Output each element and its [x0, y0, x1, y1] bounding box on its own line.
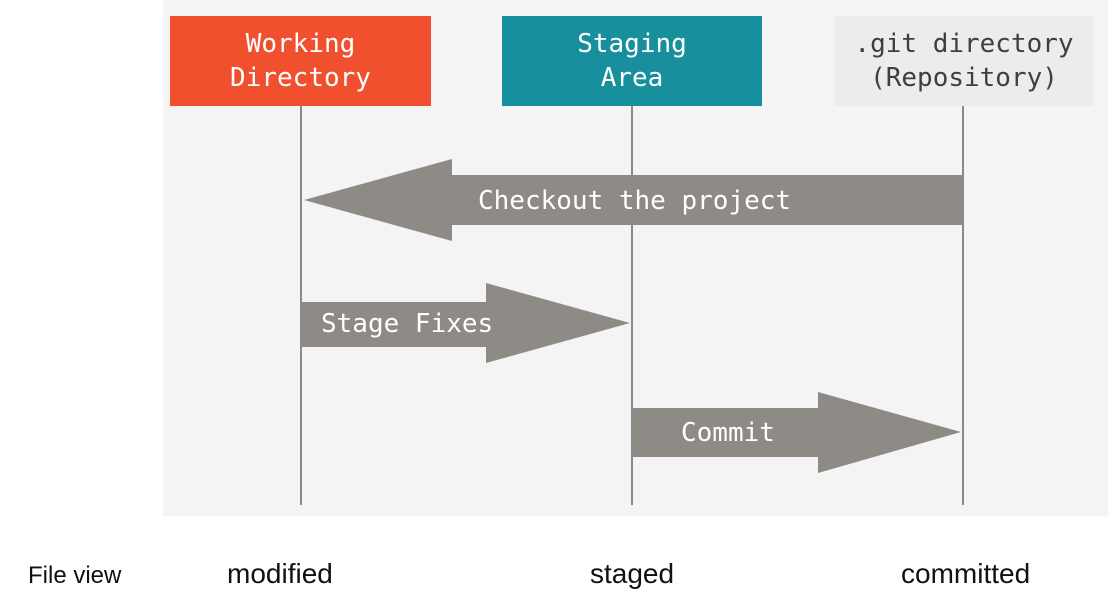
checkout-arrow-label: Checkout the project	[478, 186, 791, 216]
repository-title-line1: .git directory	[854, 29, 1074, 59]
state-committed: committed	[901, 558, 1031, 589]
working-directory-box: Working Directory	[170, 16, 431, 106]
commit-arrow-label: Commit	[681, 418, 775, 448]
staging-area-title-line1: Staging	[577, 29, 687, 59]
state-modified: modified	[227, 558, 333, 589]
file-view-label: File view	[28, 562, 122, 589]
commit-arrow	[632, 392, 961, 473]
state-staged: staged	[590, 558, 675, 589]
working-directory-title-line2: Directory	[230, 63, 371, 93]
stage-fixes-arrow-label: Stage Fixes	[321, 309, 493, 339]
working-directory-title-line1: Working	[245, 29, 356, 59]
checkout-arrow	[304, 159, 963, 241]
repository-title-line2: (Repository)	[870, 63, 1058, 93]
staging-area-box: Staging Area	[502, 16, 762, 106]
stage-fixes-arrow	[301, 283, 630, 363]
repository-box: .git directory (Repository)	[834, 16, 1094, 106]
staging-area-title-line2: Area	[600, 63, 664, 93]
